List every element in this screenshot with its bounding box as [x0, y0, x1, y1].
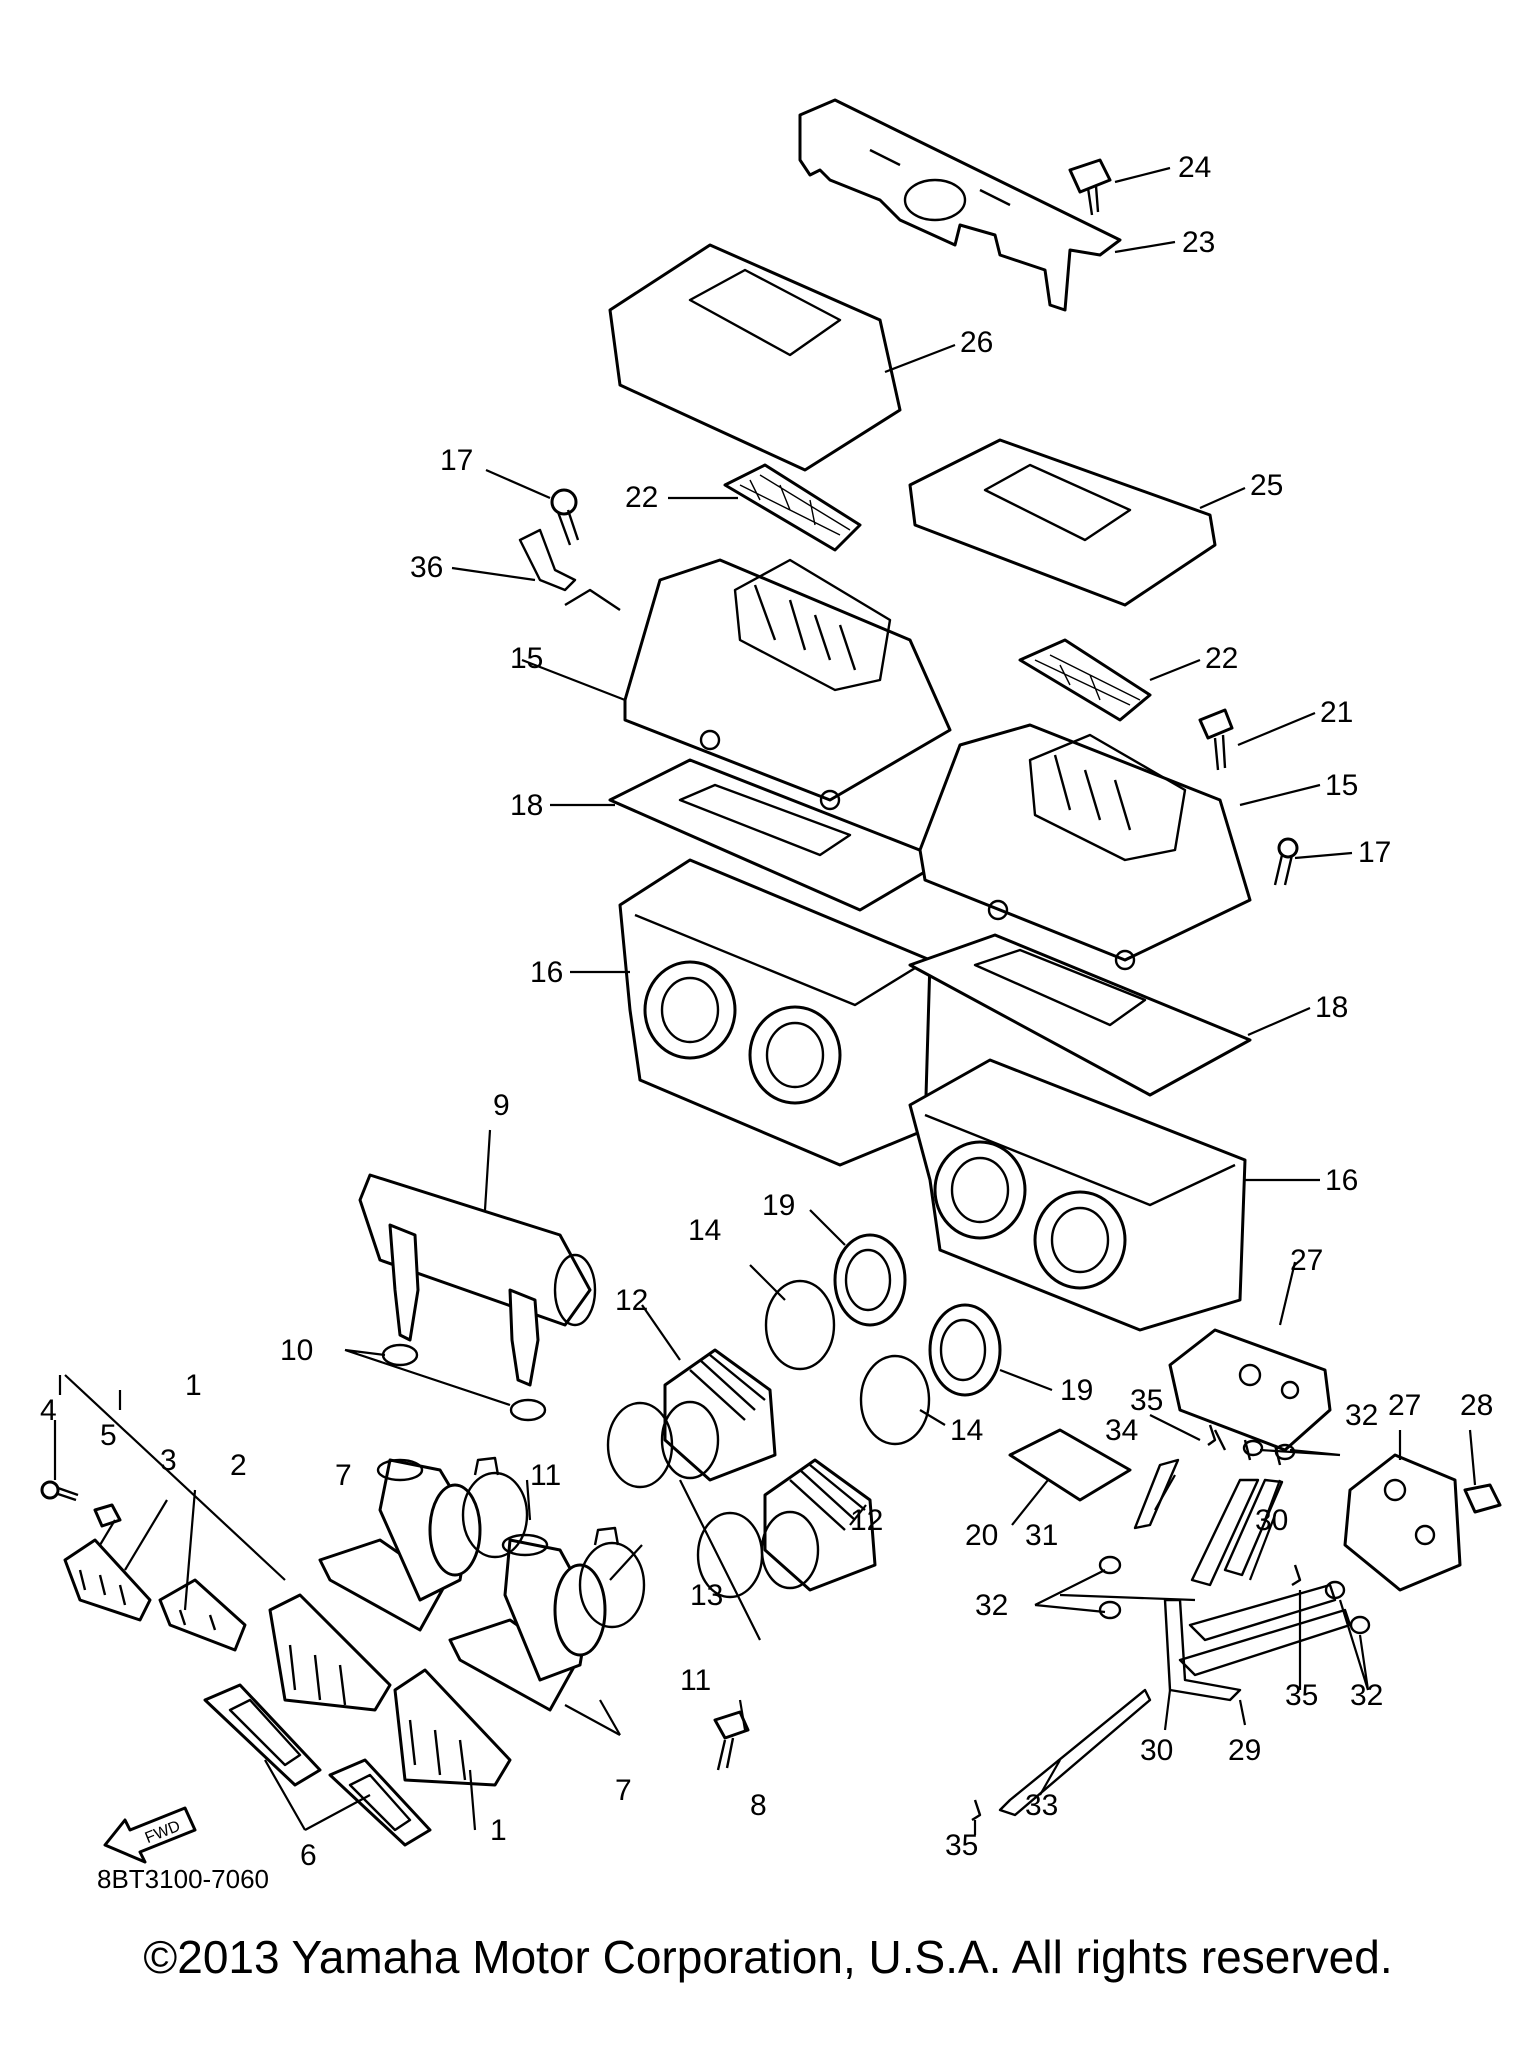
callout-6: 6 — [300, 1839, 317, 1872]
airbox-cover-part-15-left — [623, 558, 952, 811]
callout-24: 24 — [1178, 151, 1211, 184]
callout-11-lower: 11 — [680, 1664, 711, 1697]
callout-21: 21 — [1320, 696, 1353, 729]
callout-35-right: 35 — [1285, 1679, 1318, 1712]
callout-22-lower: 22 — [1205, 642, 1238, 675]
screw-part-4 — [40, 1480, 79, 1502]
callout-28: 28 — [1460, 1389, 1493, 1422]
callout-35-upper: 35 — [1130, 1384, 1163, 1417]
callout-32-upper: 32 — [1345, 1399, 1378, 1432]
bolt-part-8 — [713, 1710, 750, 1771]
callouts: 24 23 26 25 17 22 36 15 22 21 15 17 18 1… — [40, 151, 1493, 1894]
bolt-part-21 — [1198, 708, 1234, 771]
callout-25: 25 — [1250, 469, 1283, 502]
screen-part-22-upper — [723, 463, 862, 552]
callout-27-lower: 27 — [1388, 1389, 1421, 1422]
callout-33: 33 — [1025, 1789, 1058, 1822]
nut-part-28 — [1463, 1483, 1502, 1514]
foam-cover-part-25 — [908, 438, 1217, 607]
callout-29: 29 — [1228, 1734, 1261, 1767]
exploded-parts-diagram: FWD — [40, 98, 1502, 1894]
diagram-code: 8BT3100-7060 — [97, 1864, 269, 1894]
callout-20: 20 — [965, 1519, 998, 1552]
joint-part-12-upper — [660, 1348, 777, 1482]
callout-2: 2 — [230, 1449, 247, 1482]
clamp-part-14 — [764, 1279, 931, 1446]
callout-34: 34 — [1105, 1414, 1138, 1447]
callout-31: 31 — [1025, 1519, 1058, 1552]
callout-17-right: 17 — [1358, 836, 1391, 869]
callout-19-upper: 19 — [762, 1189, 795, 1222]
callout-30-upper: 30 — [1255, 1504, 1288, 1537]
airbox-cover-part-15-right — [918, 723, 1252, 971]
clamp-part-13 — [606, 1401, 764, 1599]
callout-15-left: 15 — [510, 642, 543, 675]
gaskets-part-6 — [203, 1683, 432, 1847]
callout-32-left: 32 — [975, 1589, 1008, 1622]
callout-1-upper: 1 — [185, 1369, 202, 1402]
fwd-arrow: FWD — [103, 1806, 197, 1864]
callout-12-upper: 12 — [615, 1284, 648, 1317]
callout-14-lower: 14 — [950, 1414, 983, 1447]
nut-part-5 — [93, 1503, 122, 1528]
callout-23: 23 — [1182, 226, 1215, 259]
callout-27-upper: 27 — [1290, 1244, 1323, 1277]
screw-part-17-right — [1273, 837, 1299, 886]
callout-22-upper: 22 — [625, 481, 658, 514]
bracket-part-23 — [798, 98, 1122, 312]
callout-26: 26 — [960, 326, 993, 359]
reed-plate-part-3 — [63, 1538, 152, 1622]
copyright-notice: ©2013 Yamaha Motor Corporation, U.S.A. A… — [143, 1931, 1393, 1983]
callout-9: 9 — [493, 1089, 510, 1122]
callout-16-right: 16 — [1325, 1164, 1358, 1197]
screw-part-17-left — [550, 488, 580, 546]
callout-18-left: 18 — [510, 789, 543, 822]
stopper-part-2 — [158, 1578, 247, 1652]
callout-15-right: 15 — [1325, 769, 1358, 802]
hoses-parts-29-34 — [998, 1458, 1352, 1817]
fuel-pump-part-27-lower — [1343, 1453, 1462, 1592]
callout-16-left: 16 — [530, 956, 563, 989]
callout-4: 4 — [40, 1394, 57, 1427]
callout-7-lower: 7 — [615, 1774, 632, 1807]
fuel-pump-part-27-upper — [1168, 1328, 1332, 1466]
pad-part-20 — [1008, 1428, 1132, 1502]
callout-17-left: 17 — [440, 444, 473, 477]
airbox-lower-part-16-left — [618, 858, 932, 1167]
manifold-part-7-right — [448, 1533, 607, 1712]
ring-part-19 — [833, 1233, 1002, 1397]
callout-8: 8 — [750, 1789, 767, 1822]
reed-valve-part-1-upper — [268, 1593, 392, 1712]
callout-14-upper: 14 — [688, 1214, 721, 1247]
callout-18-right: 18 — [1315, 991, 1348, 1024]
callout-13: 13 — [690, 1579, 723, 1612]
vent-pipe-part-9 — [358, 1173, 597, 1387]
callout-36: 36 — [410, 551, 443, 584]
gasket-part-18-right — [908, 933, 1252, 1097]
bolt-part-24 — [1068, 158, 1112, 216]
callout-35-lower: 35 — [945, 1829, 978, 1862]
leader-lines — [53, 166, 1477, 1835]
clamp-part-11-lower — [578, 1526, 646, 1629]
callout-11-upper: 11 — [530, 1459, 561, 1492]
callout-10: 10 — [280, 1334, 313, 1367]
callout-7-upper: 7 — [335, 1459, 352, 1492]
callout-5: 5 — [100, 1419, 117, 1452]
manifold-part-7-left — [318, 1458, 482, 1632]
clip-part-36 — [518, 528, 621, 611]
reed-valve-part-1-lower — [393, 1668, 512, 1787]
clamp-part-11-upper — [461, 1456, 529, 1559]
airbox-lower-part-16-right — [908, 1058, 1247, 1332]
callout-3: 3 — [160, 1444, 177, 1477]
callout-1-lower: 1 — [490, 1814, 507, 1847]
foam-cover-part-26 — [608, 243, 902, 472]
screen-part-22-lower — [1018, 638, 1152, 722]
callout-32-right: 32 — [1350, 1679, 1383, 1712]
callout-30-lower: 30 — [1140, 1734, 1173, 1767]
callout-12-lower: 12 — [850, 1504, 883, 1537]
callout-19-lower: 19 — [1060, 1374, 1093, 1407]
